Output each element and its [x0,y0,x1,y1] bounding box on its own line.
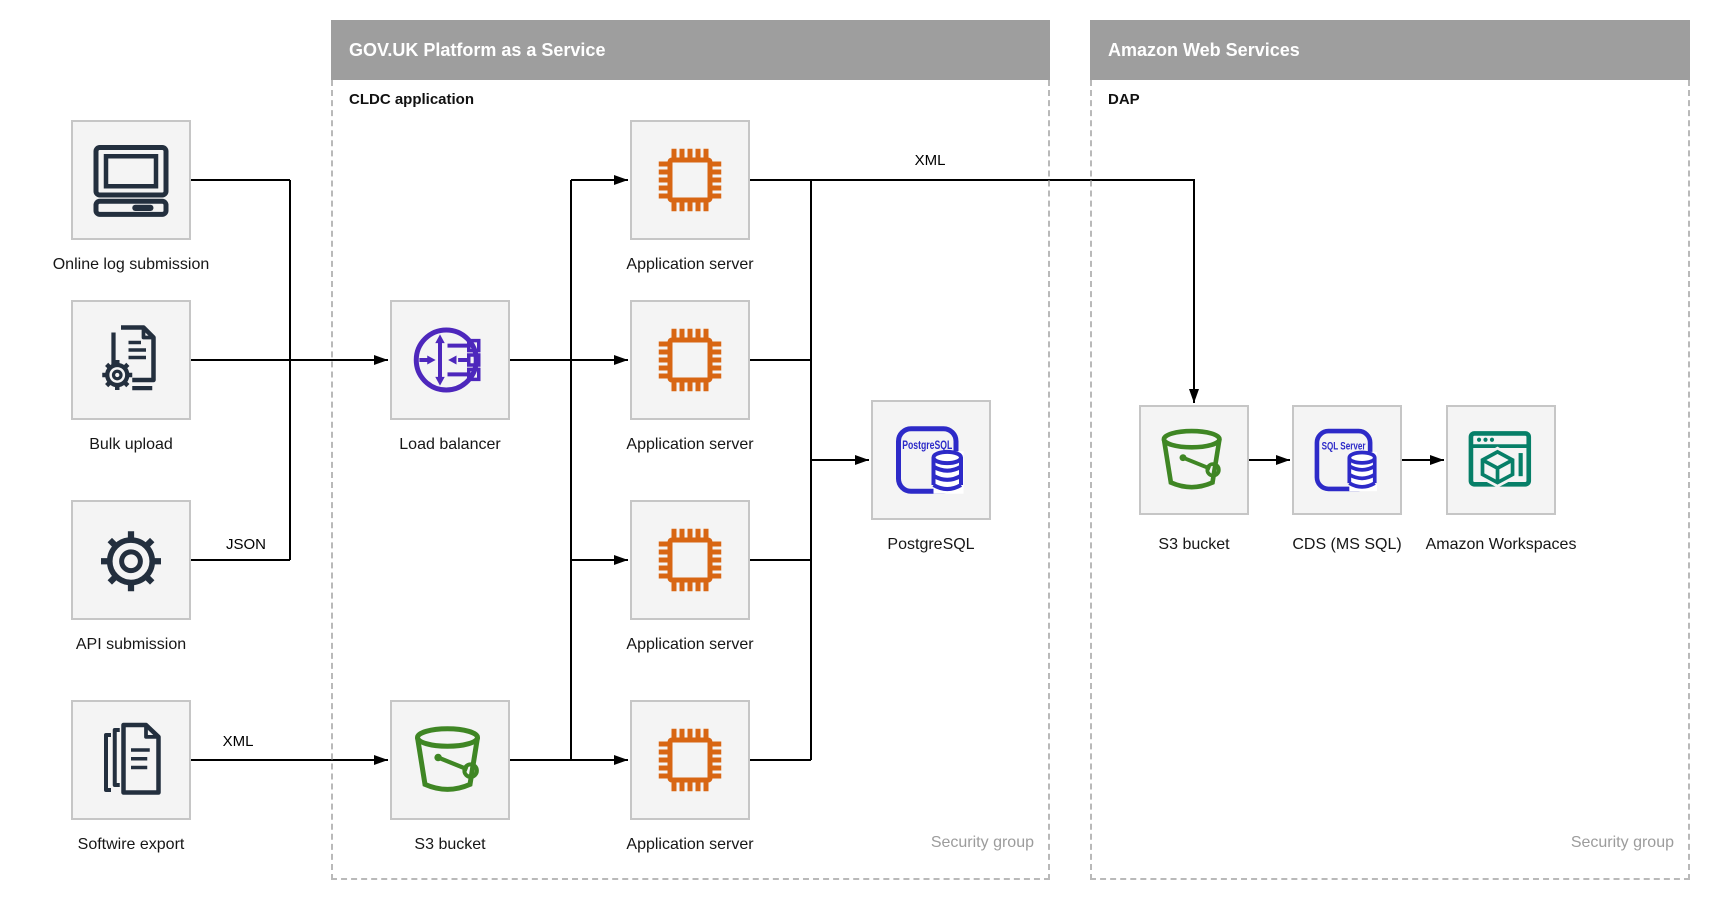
node-bulk-upload [71,300,191,420]
chip-icon [658,328,722,392]
chip-icon [658,148,722,212]
sql-server-icon-text: SQL Server [1322,441,1366,453]
node-label-bulk-upload: Bulk upload [89,436,173,453]
edge-appserver1-to-s3aws-xml [750,179,1199,403]
document-gear-icon [102,325,156,391]
aws-header-bar: Amazon Web Services [1090,20,1690,80]
aws-title: Amazon Web Services [1108,40,1300,60]
node-application-server-1 [630,120,750,240]
node-label-softwire-export: Softwire export [77,836,185,853]
node-label-application-server-4: Application server [626,836,754,853]
node-load-balancer [390,300,510,420]
load-balancer-icon [413,327,481,393]
node-label-cds-ms-sql: CDS (MS SQL) [1292,536,1402,553]
node-online-log-submission [71,120,191,240]
node-label-postgresql: PostgreSQL [887,536,975,553]
workspaces-icon [1468,431,1532,488]
node-label-online-log-submission: Online log submission [52,256,210,273]
paas-container [331,80,1050,880]
node-s3-bucket-paas [390,700,510,820]
edge-label-xml-softwire: XML [222,733,254,750]
node-s3-bucket-aws [1139,405,1249,515]
chip-icon [658,728,722,792]
node-amazon-workspaces [1446,405,1556,515]
chip-icon [658,528,722,592]
paas-header-bar: GOV.UK Platform as a Service [331,20,1050,80]
sql-server-database-icon: SQL Server [1314,428,1378,492]
node-application-server-3 [630,500,750,620]
aws-container [1090,80,1690,880]
gear-icon [101,531,161,592]
paas-title: GOV.UK Platform as a Service [349,40,606,60]
node-label-application-server-3: Application server [626,636,754,653]
node-postgresql: PostgreSQL [871,400,991,520]
edge-label-xml-app: XML [914,152,946,169]
s3-bucket-icon [1161,428,1222,490]
node-label-load-balancer: Load balancer [399,436,501,453]
node-application-server-4 [630,700,750,820]
node-label-s3-bucket-aws: S3 bucket [1158,536,1230,553]
paas-security-group-label: Security group [930,834,1034,851]
edge-label-json: JSON [225,536,266,553]
node-label-api-submission: API submission [75,636,187,653]
paas-sublabel: CLDC application [349,91,475,108]
documents-stack-icon [104,722,161,795]
node-cds-ms-sql: SQL Server [1292,405,1402,515]
node-label-amazon-workspaces: Amazon Workspaces [1425,536,1577,553]
aws-sublabel: DAP [1108,91,1140,108]
postgresql-database-icon: PostgreSQL [896,426,964,494]
node-application-server-2 [630,300,750,420]
s3-bucket-icon [415,726,480,792]
node-softwire-export [71,700,191,820]
postgresql-icon-text: PostgreSQL [902,440,952,452]
aws-security-group-label: Security group [1570,834,1674,851]
node-label-s3-bucket-paas: S3 bucket [414,836,486,853]
node-api-submission [71,500,191,620]
node-label-application-server-2: Application server [626,436,754,453]
computer-icon [93,145,169,217]
node-label-application-server-1: Application server [626,256,754,273]
